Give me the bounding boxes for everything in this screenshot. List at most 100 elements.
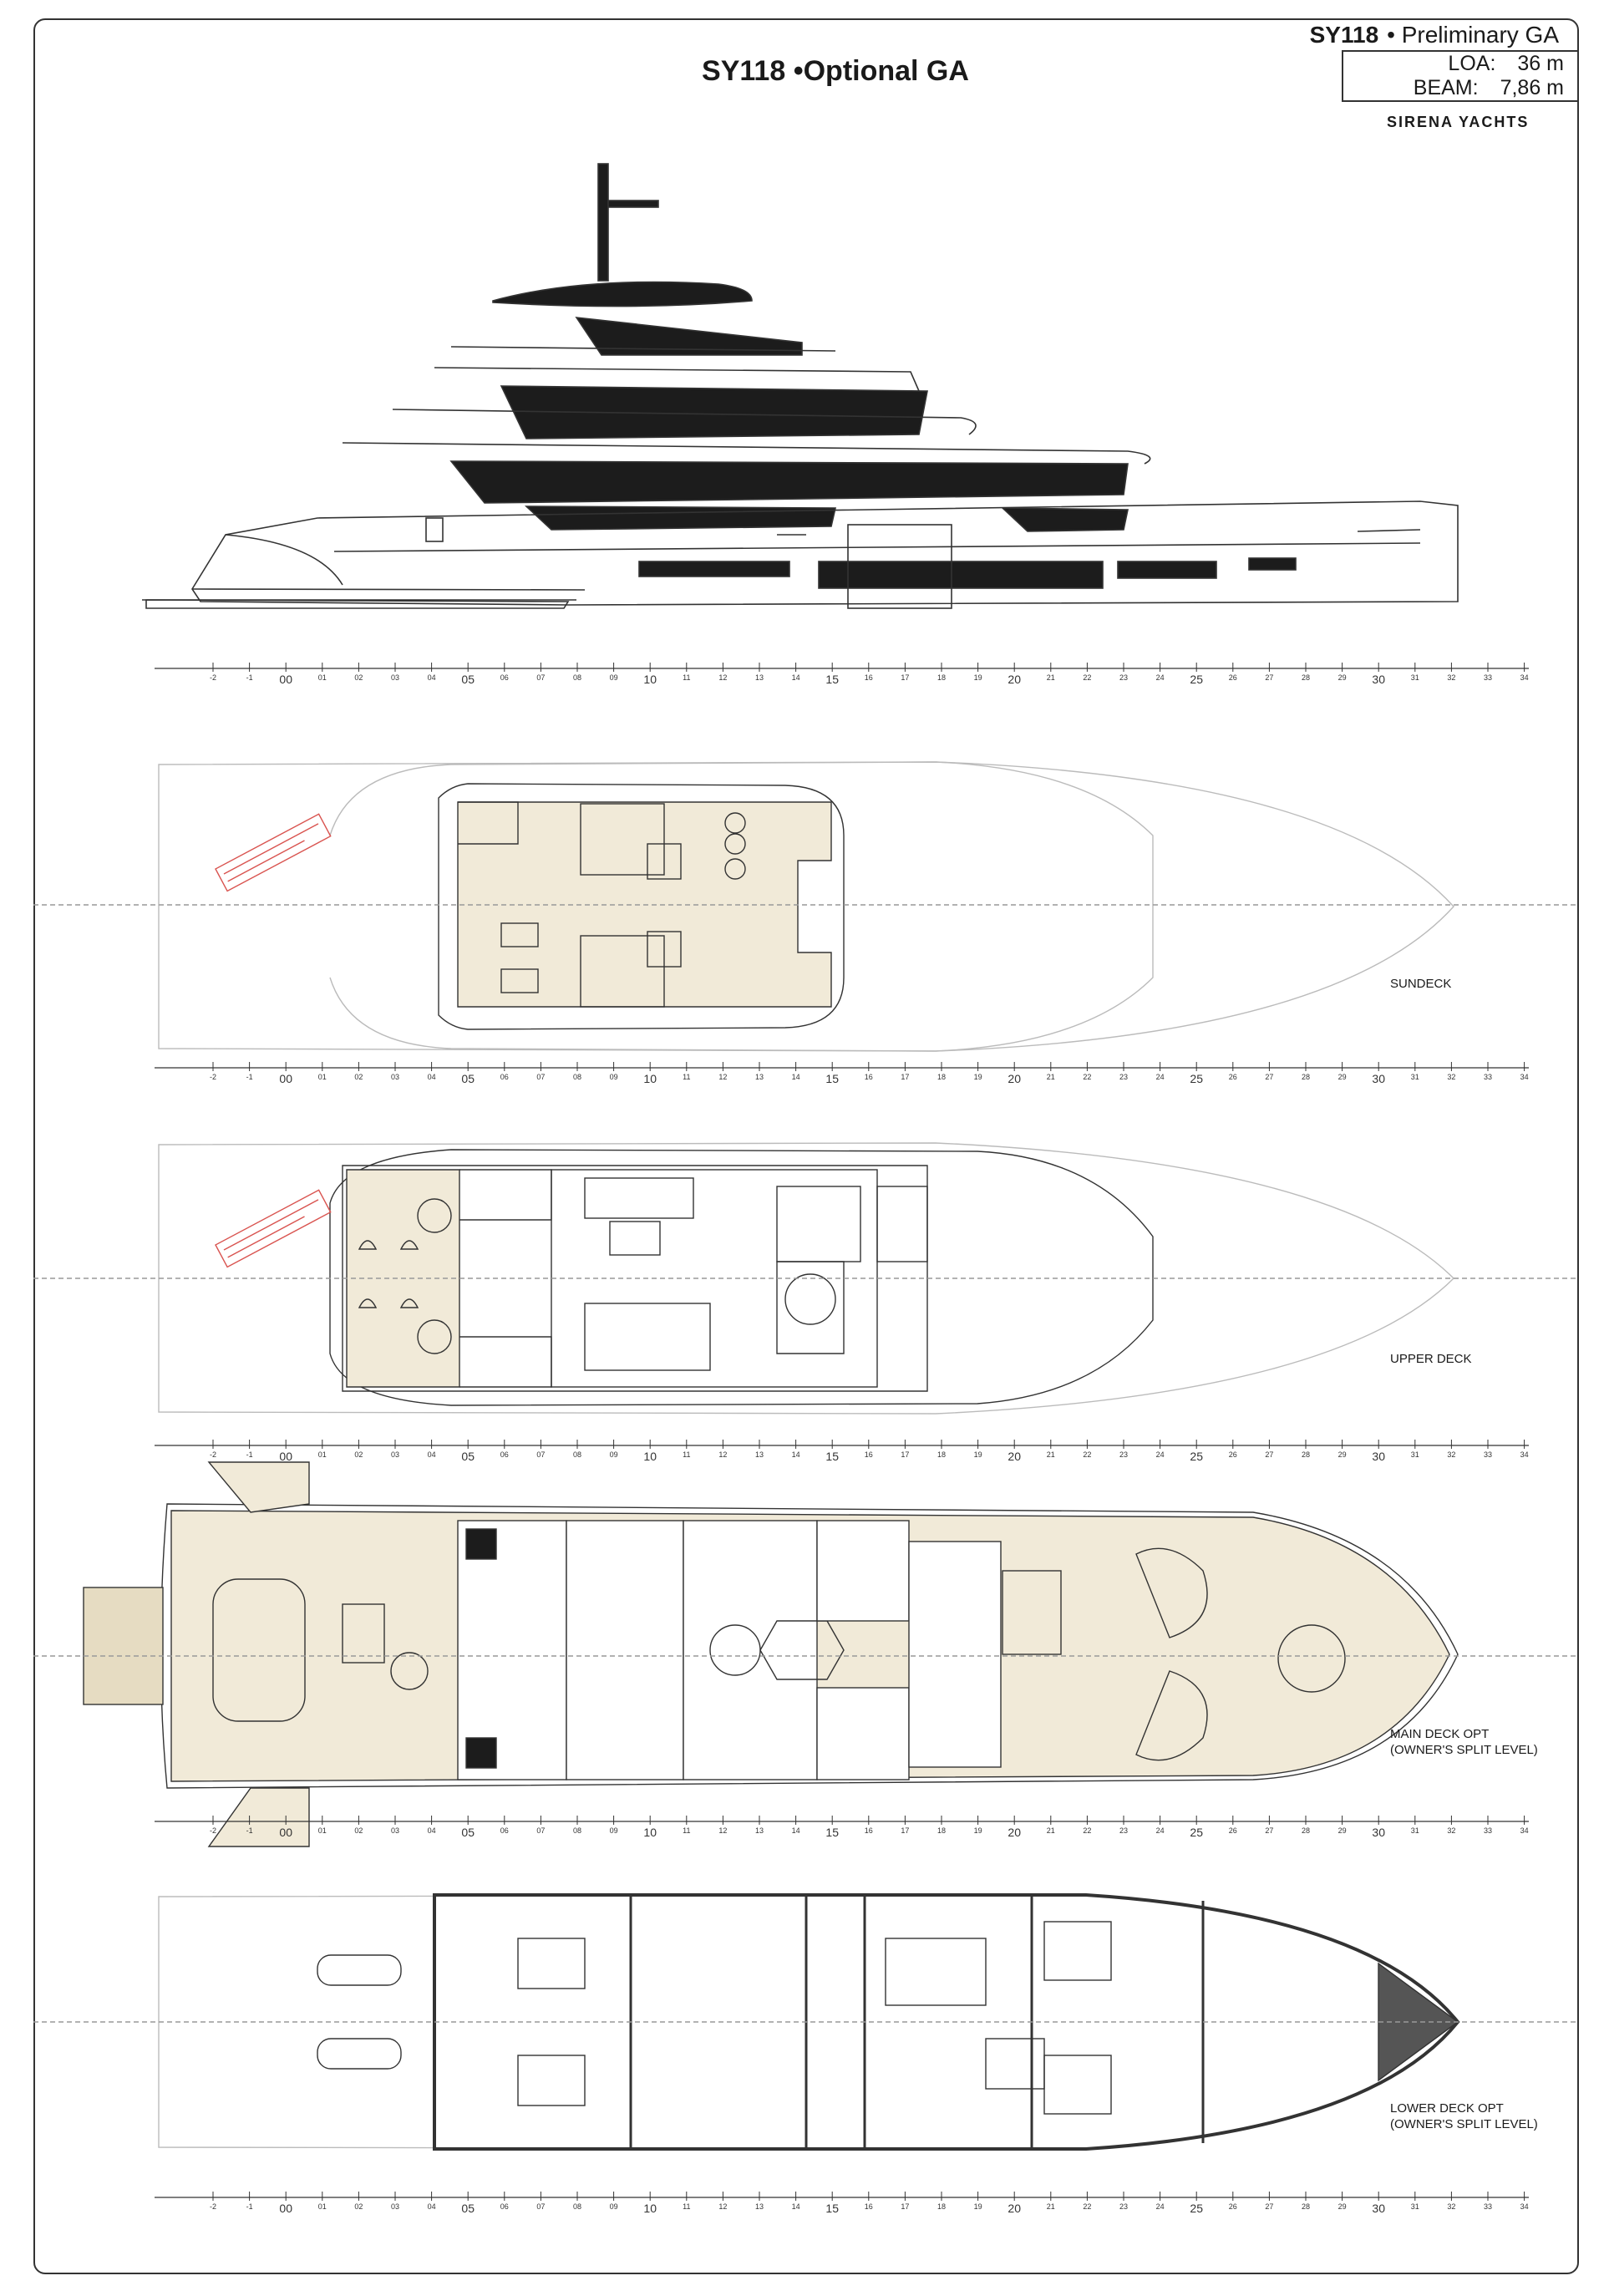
scale-tick-label: 10 xyxy=(643,1826,657,1839)
page-title: SY118 •Optional GA xyxy=(702,55,969,87)
scale-tick-label: 11 xyxy=(683,1826,690,1835)
scale-tick-label: 25 xyxy=(1190,673,1203,686)
scale-tick-label: 26 xyxy=(1229,1826,1237,1835)
scale-tick-label: 24 xyxy=(1156,1450,1165,1459)
revision-stamp xyxy=(215,813,332,892)
scale-tick-label: 19 xyxy=(974,673,982,682)
scale-tick-label: 18 xyxy=(937,1073,946,1081)
scale-tick-label: 05 xyxy=(461,1826,475,1839)
scale-tick-label: 34 xyxy=(1520,2202,1529,2211)
scale-tick-label: 31 xyxy=(1411,2202,1419,2211)
scale-tick-label: 28 xyxy=(1302,2202,1310,2211)
scale-tick-label: 13 xyxy=(755,1450,764,1459)
scale-tick-label: 31 xyxy=(1411,673,1419,682)
scale-tick-label: 25 xyxy=(1190,1450,1203,1463)
deck-label-upper: UPPER DECK xyxy=(1390,1352,1472,1366)
scale-tick-label: 06 xyxy=(500,2202,509,2211)
scale-tick-label: 33 xyxy=(1484,2202,1492,2211)
scale-tick-label: -1 xyxy=(246,1826,253,1835)
title-block-head: SY118 • Preliminary GA xyxy=(1180,18,1579,52)
scale-tick-label: 09 xyxy=(610,673,618,682)
scale-tick-label: 20 xyxy=(1008,673,1021,686)
scale-tick-label: 07 xyxy=(536,1073,545,1081)
revision-stamp-2 xyxy=(215,1189,332,1268)
frame-scales: -2 -1 00 01 02 03 04 05 06 07 08 09 10 11 12 13 14 15 16 17… xyxy=(155,663,1529,2215)
model-subtitle: • Preliminary GA xyxy=(1387,22,1559,48)
scale-tick-label: 15 xyxy=(825,673,839,686)
scale-tick-label: 24 xyxy=(1156,1073,1165,1081)
scale-tick-label: 13 xyxy=(755,1073,764,1081)
scale-tick-label: 18 xyxy=(937,673,946,682)
scale-tick-label: 12 xyxy=(718,1450,727,1459)
drawing-frame xyxy=(33,18,1579,2274)
scale-tick-label: 16 xyxy=(865,1073,873,1081)
scale-tick-label: 34 xyxy=(1520,673,1529,682)
scale-tick-label: 16 xyxy=(865,1826,873,1835)
scale-tick-label: 08 xyxy=(573,1826,581,1835)
scale-tick-label: 13 xyxy=(755,673,764,682)
scale-tick-label: 30 xyxy=(1372,1826,1385,1839)
scale-tick-label: 18 xyxy=(937,2202,946,2211)
scale-tick-label: 10 xyxy=(643,1450,657,1463)
scale-tick-label: 14 xyxy=(792,2202,800,2211)
scale-tick-label: 29 xyxy=(1338,2202,1347,2211)
scale-tick-label: 30 xyxy=(1372,1072,1385,1085)
scale-tick-label: 21 xyxy=(1047,2202,1055,2211)
scale-tick-label: 14 xyxy=(792,1450,800,1459)
deck-label-sundeck: SUNDECK xyxy=(1390,977,1452,991)
scale-tick-label: 12 xyxy=(718,673,727,682)
scale-tick-label: 23 xyxy=(1119,1073,1128,1081)
scale-tick-label: 26 xyxy=(1229,1450,1237,1459)
scale-tick-label: 16 xyxy=(865,673,873,682)
scale-tick-label: 05 xyxy=(461,1072,475,1085)
scale-tick-label: 32 xyxy=(1447,1073,1455,1081)
spec-loa-label: LOA: xyxy=(1448,52,1496,75)
scale-tick-label: 26 xyxy=(1229,2202,1237,2211)
mast-icon xyxy=(597,163,609,282)
scale-tick-label: 01 xyxy=(318,1073,327,1081)
scale-tick-label: 24 xyxy=(1156,2202,1165,2211)
scale-tick-label: 01 xyxy=(318,673,327,682)
scale-tick-label: 15 xyxy=(825,2202,839,2215)
scale-tick-label: 01 xyxy=(318,1450,327,1459)
scale-tick-label: 33 xyxy=(1484,1073,1492,1081)
side-profile xyxy=(142,163,1459,609)
scale-tick-label: 17 xyxy=(901,1450,909,1459)
scale-tick-label: 08 xyxy=(573,2202,581,2211)
scale-tick-label: 19 xyxy=(974,1450,982,1459)
scale-tick-label: 04 xyxy=(428,673,436,682)
scale-tick-label: 29 xyxy=(1338,1450,1347,1459)
scale-tick-label: 13 xyxy=(755,1826,764,1835)
scale-tick-label: 27 xyxy=(1265,1073,1273,1081)
scale-tick-label: 06 xyxy=(500,1450,509,1459)
scale-tick-label: 25 xyxy=(1190,2202,1203,2215)
scale-tick-label: 31 xyxy=(1411,1826,1419,1835)
scale-tick-label: -1 xyxy=(246,1073,253,1081)
spec-beam: BEAM: 7,86 m xyxy=(1343,76,1577,100)
scale-tick-label: 01 xyxy=(318,1826,327,1835)
scale-tick-label: 03 xyxy=(391,1073,399,1081)
scale-tick-label: 02 xyxy=(354,673,363,682)
deck-label-main: MAIN DECK OPT (OWNER'S SPLIT LEVEL) xyxy=(1390,1727,1538,1757)
scale-tick-label: 21 xyxy=(1047,1826,1055,1835)
scale-tick-label: 29 xyxy=(1338,1073,1347,1081)
scale-tick-label: 25 xyxy=(1190,1072,1203,1085)
scale-tick-label: 18 xyxy=(937,1826,946,1835)
scale-tick-label: 21 xyxy=(1047,673,1055,682)
scale-tick-label: 33 xyxy=(1484,673,1492,682)
scale-tick-label: 03 xyxy=(391,2202,399,2211)
scale-tick-label: 20 xyxy=(1008,2202,1021,2215)
scale-tick-label: 27 xyxy=(1265,1826,1273,1835)
scale-tick-label: 28 xyxy=(1302,673,1310,682)
spec-box: LOA: 36 m BEAM: 7,86 m xyxy=(1342,50,1579,102)
scale-tick-label: 00 xyxy=(279,1826,292,1839)
scale-tick-label: 28 xyxy=(1302,1450,1310,1459)
scale-tick-label: 21 xyxy=(1047,1073,1055,1081)
scale-tick-label: 14 xyxy=(792,1826,800,1835)
scale-tick-label: 27 xyxy=(1265,673,1273,682)
scale-tick-label: 23 xyxy=(1119,1826,1128,1835)
scale-tick-label: 19 xyxy=(974,2202,982,2211)
scale-tick-label: 03 xyxy=(391,1450,399,1459)
scale-tick-label: 17 xyxy=(901,1826,909,1835)
scale-tick-label: -2 xyxy=(210,673,216,682)
